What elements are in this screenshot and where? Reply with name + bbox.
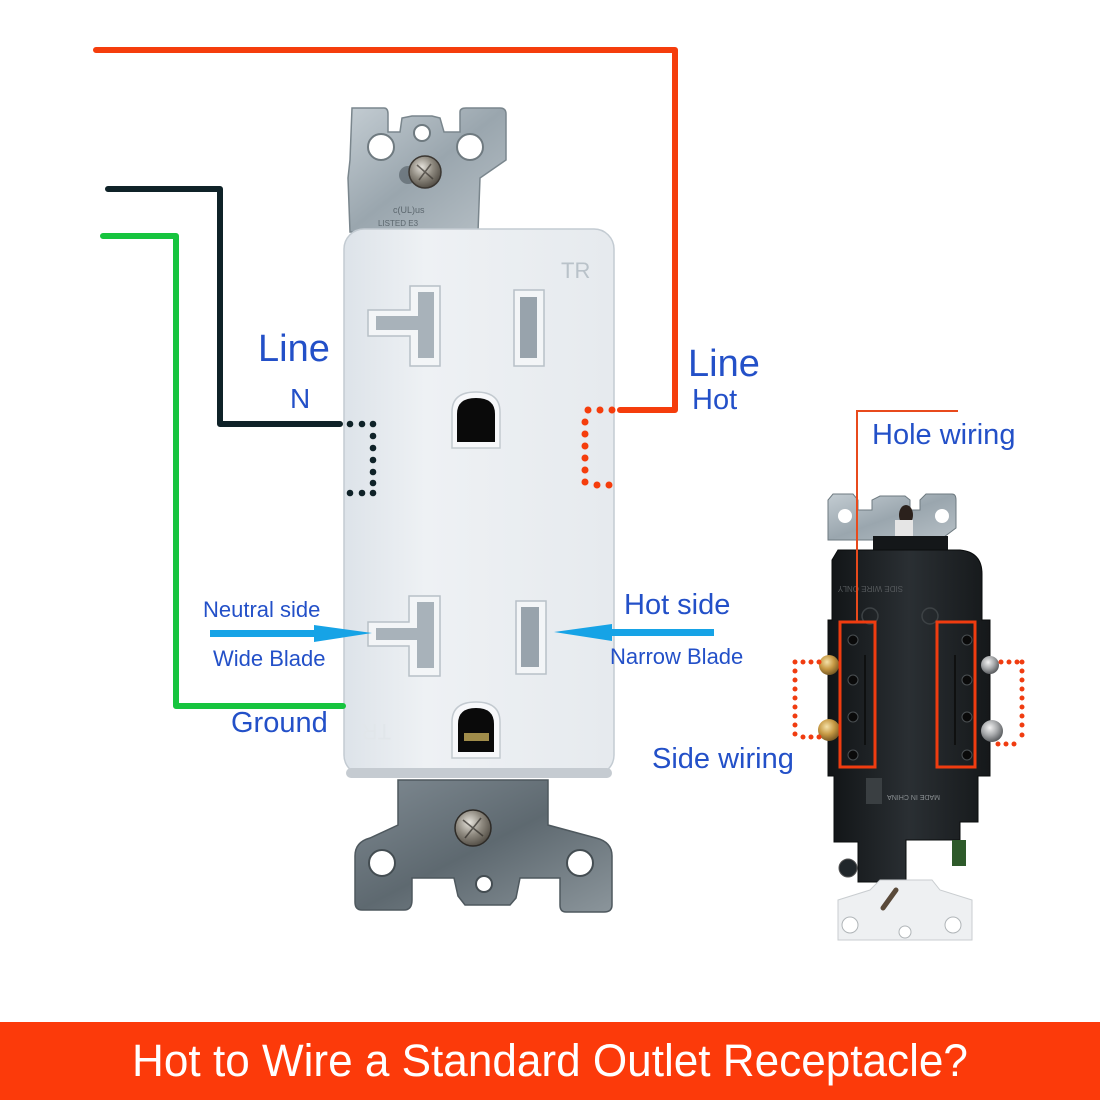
title-text: Hot to Wire a Standard Outlet Receptacle… xyxy=(132,1035,968,1086)
bottom-mounting-strap xyxy=(354,779,613,913)
strap-hole-right xyxy=(456,133,484,161)
side-wiring-highlight-left xyxy=(792,659,822,740)
strap-hole-center xyxy=(475,875,493,893)
hot-slot xyxy=(521,607,539,667)
ground-hole xyxy=(458,708,494,752)
strap-hole-left xyxy=(367,133,395,161)
line-neutral-label: Line xyxy=(258,328,330,370)
ground-screw-icon xyxy=(838,858,858,878)
side-wiring-highlight-right xyxy=(995,659,1025,747)
hole-wiring-label: Hole wiring xyxy=(872,419,1016,451)
hot-side-arrow-icon xyxy=(554,624,714,641)
hot-dotted-connector xyxy=(581,406,616,489)
hot-slot xyxy=(520,297,537,358)
top-mounting-strap: c(UL)us LISTED E3 xyxy=(347,107,507,233)
neutral-side-arrow-icon xyxy=(210,625,372,642)
title-banner: Hot to Wire a Standard Outlet Receptacle… xyxy=(0,1022,1100,1100)
neutral-dotted-connector xyxy=(346,420,377,497)
hot-side-label: Hot side xyxy=(624,589,731,621)
hole-wiring-leader-line xyxy=(856,410,958,622)
upper-outlet xyxy=(367,285,545,449)
silver-terminal-screw-icon xyxy=(981,656,999,674)
receptacle-face: TR TR xyxy=(343,228,615,778)
strap-hole-right xyxy=(566,849,594,877)
hole-wiring-highlight-right xyxy=(935,620,977,769)
neutral-side-label: Neutral side xyxy=(203,597,321,622)
silver-terminal-screw-icon xyxy=(981,720,1003,742)
ground-label: Ground xyxy=(231,707,328,739)
neutral-slot-t xyxy=(376,292,434,358)
neutral-n-label: N xyxy=(290,383,311,414)
hot-label: Hot xyxy=(692,384,738,416)
strap-hole-left xyxy=(368,849,396,877)
strap-hole-center xyxy=(413,124,431,142)
hole-wiring-highlight-left xyxy=(838,620,877,769)
svg-text:MADE IN CHINA: MADE IN CHINA xyxy=(887,793,940,800)
brass-terminal-screw-icon xyxy=(818,719,840,741)
strap-marking: LISTED E3 xyxy=(378,219,419,228)
receptacle-back-view: SIDE WIRE ONLY MADE IN CHINA xyxy=(818,493,1003,941)
lower-outlet xyxy=(367,595,547,759)
ul-mark: c(UL)us xyxy=(393,205,425,215)
svg-text:SIDE WIRE ONLY: SIDE WIRE ONLY xyxy=(837,584,903,593)
neutral-slot-t xyxy=(376,602,434,668)
hot-wire-red xyxy=(93,47,678,413)
narrow-blade-label: Narrow Blade xyxy=(610,644,744,669)
ground-wire-green xyxy=(100,233,346,709)
tamper-resistant-mark-bottom: TR xyxy=(362,719,391,744)
brass-terminal-screw-icon xyxy=(819,655,839,675)
ground-hole xyxy=(457,398,495,442)
wide-blade-label: Wide Blade xyxy=(213,646,326,671)
tamper-resistant-mark-top: TR xyxy=(561,258,590,283)
line-hot-label: Line xyxy=(688,343,760,385)
side-wiring-label: Side wiring xyxy=(652,743,794,775)
neutral-wire-black xyxy=(105,186,343,427)
